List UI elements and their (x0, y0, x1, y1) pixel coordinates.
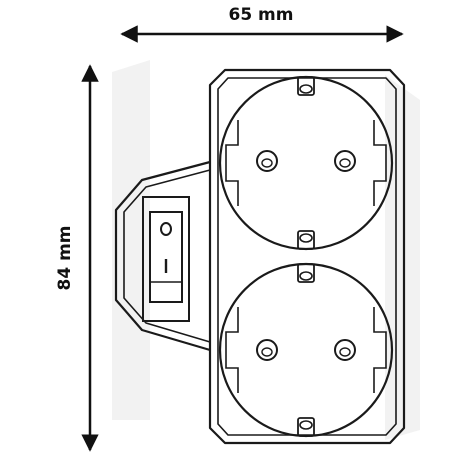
socket-bottom (218, 262, 394, 438)
socket-bottom-face (225, 307, 387, 393)
width-label: 65 mm (228, 5, 293, 25)
socket-top-earth-clip-upper (297, 76, 315, 96)
height-label: 84 mm (55, 225, 75, 290)
socket-bottom-pin-left-inner (261, 347, 273, 357)
socket-top-earth-clip-upper-hole (299, 84, 313, 94)
socket-bottom-pin-right-inner (339, 347, 351, 357)
socket-top (218, 75, 394, 251)
socket-top-pin-right (334, 150, 356, 172)
switch-housing-outer (114, 160, 211, 352)
switch-housing (114, 160, 211, 352)
rocker-switch (142, 196, 190, 322)
housing-outer (208, 68, 406, 445)
socket-top-face (225, 120, 387, 206)
socket-top-pin-right-inner (339, 158, 351, 168)
watermark (112, 60, 420, 440)
socket-bottom-earth-clip-upper-hole (299, 271, 313, 281)
socket-housing (208, 68, 406, 445)
socket-top-pin-left (256, 150, 278, 172)
socket-bottom-earth-clip-lower (297, 417, 315, 437)
socket-bottom-pin-right (334, 339, 356, 361)
socket-bottom-pin-left (256, 339, 278, 361)
switch-housing-inner (123, 169, 211, 343)
socket-bottom-ring (218, 262, 394, 438)
switch-off-symbol (160, 222, 172, 236)
switch-frame (142, 196, 190, 322)
socket-bottom-earth-clip-lower-hole (299, 420, 313, 430)
housing-inner (217, 77, 397, 436)
socket-top-pin-left-inner (261, 158, 273, 168)
socket-top-ring (218, 75, 394, 251)
socket-bottom-earth-clip-upper (297, 263, 315, 283)
height-dimension: 84 mm (55, 64, 99, 452)
width-dimension: 65 mm (120, 5, 404, 43)
socket-top-earth-clip-lower-hole (299, 233, 313, 243)
switch-rocker (149, 211, 183, 303)
socket-top-earth-clip-lower (297, 230, 315, 250)
